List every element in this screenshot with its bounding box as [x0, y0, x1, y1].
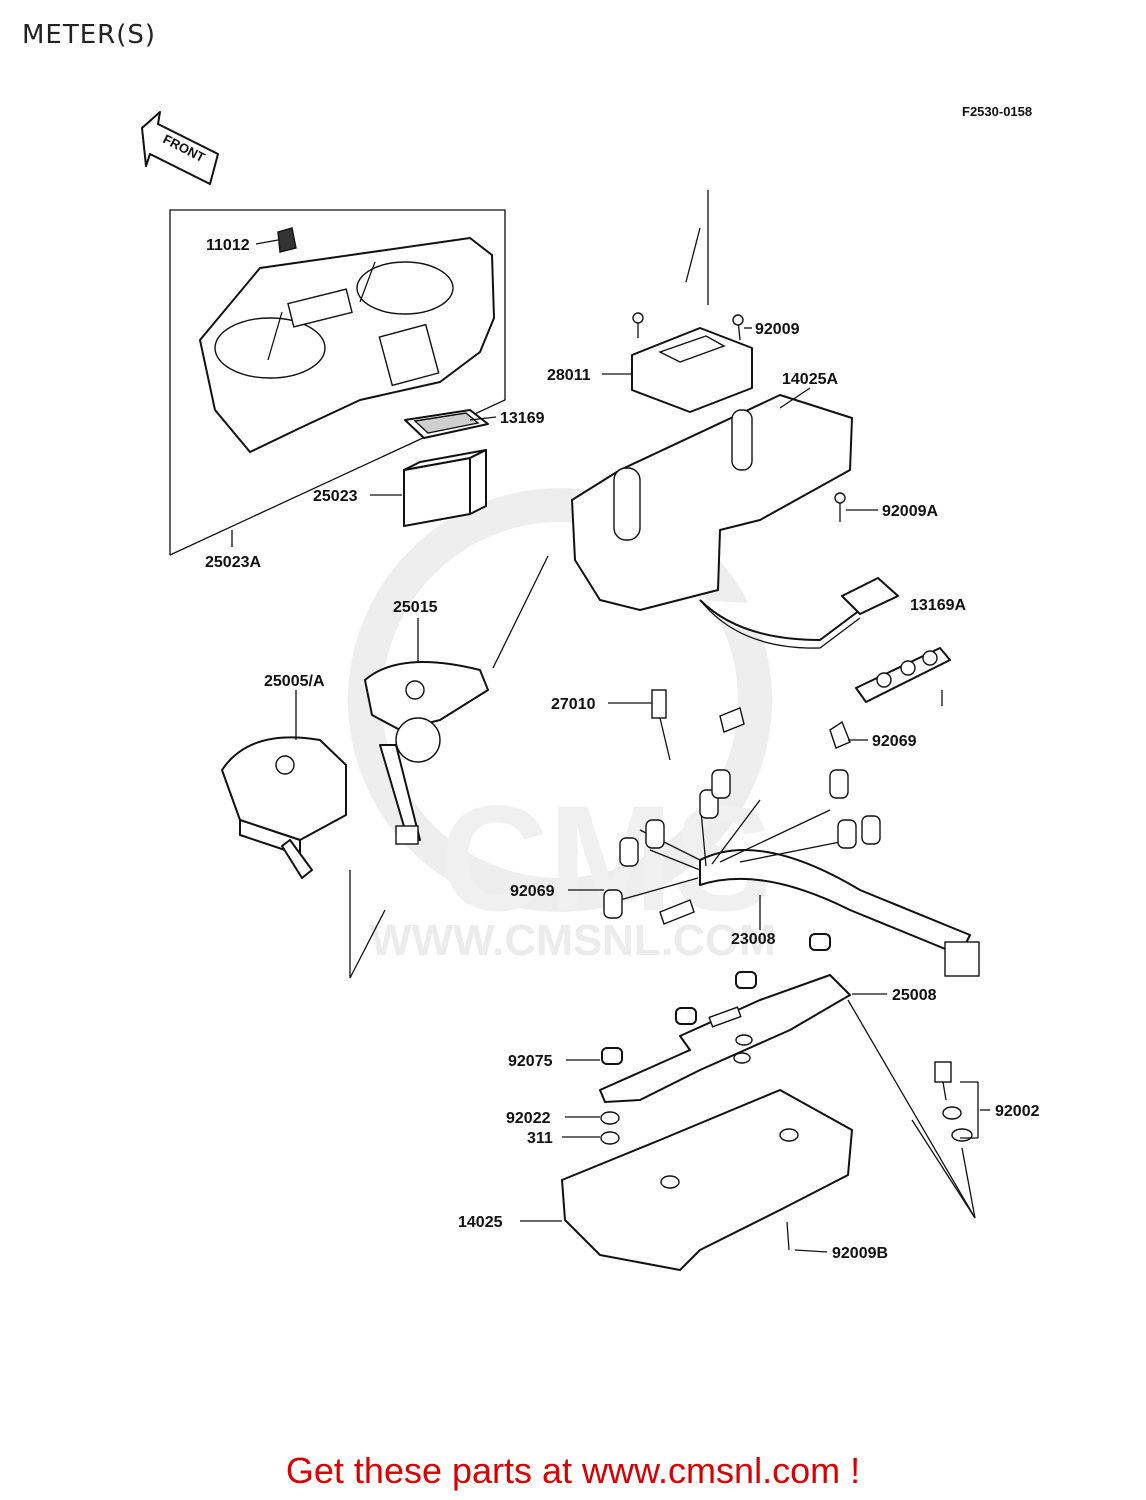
meter-housing-part [571, 190, 861, 649]
lens-13169-part [404, 409, 489, 439]
bolt-92002-part [934, 1061, 973, 1142]
label-311: 311 [527, 1130, 553, 1147]
label-92069-b: 92069 [510, 883, 555, 900]
label-92069-a: 92069 [872, 733, 917, 750]
label-25008: 25008 [892, 987, 937, 1004]
label-27010: 27010 [551, 696, 596, 713]
connector-part [841, 577, 899, 615]
display-25023-part [403, 449, 487, 527]
label-14025: 14025 [458, 1214, 503, 1231]
diagram-code: F2530-0158 [962, 104, 1032, 119]
label-13169A: 13169A [910, 597, 966, 614]
grommet-11012-part [277, 227, 297, 253]
label-23008: 23008 [731, 931, 776, 948]
bracket-25008-part [599, 974, 851, 1103]
indicator-28011-part [631, 327, 753, 413]
washers-92022-part [600, 1111, 620, 1145]
light-bar-13169A-part [855, 647, 951, 706]
label-92002: 92002 [995, 1103, 1040, 1120]
watermark-text: WWW.CMSNL.COM [370, 916, 776, 965]
label-92075: 92075 [508, 1053, 553, 1070]
label-92009: 92009 [755, 321, 800, 338]
meter-cover-part [199, 237, 495, 453]
screw-92009A-part [834, 492, 846, 522]
label-11012: 11012 [206, 237, 250, 254]
switch-27010-part [651, 689, 745, 761]
tachometer-25015-part [364, 661, 489, 845]
front-arrow: FRONT [141, 111, 219, 185]
spacers-92075-part [601, 933, 831, 1065]
label-92022: 92022 [506, 1110, 551, 1127]
label-25023A: 25023A [205, 554, 261, 571]
label-25005A: 25005/A [264, 673, 325, 690]
lower-cover-14025-part [561, 1089, 853, 1271]
page-title: METER(S) [22, 20, 157, 50]
label-14025A: 14025A [782, 371, 838, 388]
label-13169: 13169 [500, 410, 545, 427]
label-92009A: 92009A [882, 503, 938, 520]
label-28011: 28011 [547, 367, 591, 384]
screw-92009-part [632, 312, 744, 341]
meter-cover-group-box [169, 209, 506, 556]
label-25023: 25023 [313, 488, 358, 505]
label-25015: 25015 [393, 599, 438, 616]
label-92009B: 92009B [832, 1245, 888, 1262]
bulb-group [603, 769, 881, 919]
speedometer-25005A-part [221, 736, 347, 879]
leader-lines [255, 239, 990, 1253]
footer-cta-link[interactable]: Get these parts at www.cmsnl.com ! [285, 1450, 861, 1491]
harness-23008-part [603, 720, 980, 977]
